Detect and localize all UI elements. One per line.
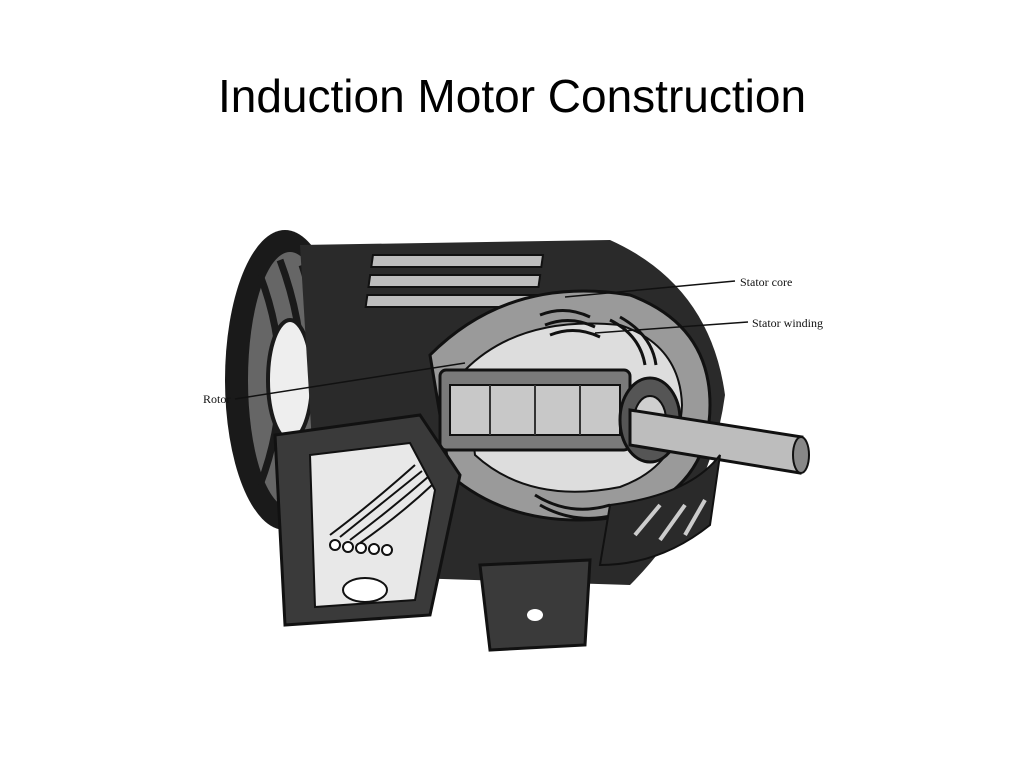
label-stator-winding: Stator winding	[752, 316, 823, 330]
rotor	[438, 368, 632, 452]
mounting-foot	[478, 558, 592, 652]
end-bell-fins	[598, 454, 721, 567]
terminal-box	[273, 413, 462, 627]
shaft	[628, 408, 810, 475]
leader-lines	[234, 280, 749, 400]
label-stator-core: Stator core	[740, 275, 793, 289]
motor-cutaway-diagram	[225, 230, 810, 652]
label-rotor: Rotor	[203, 392, 231, 406]
slide-title: Induction Motor Construction	[217, 70, 807, 122]
